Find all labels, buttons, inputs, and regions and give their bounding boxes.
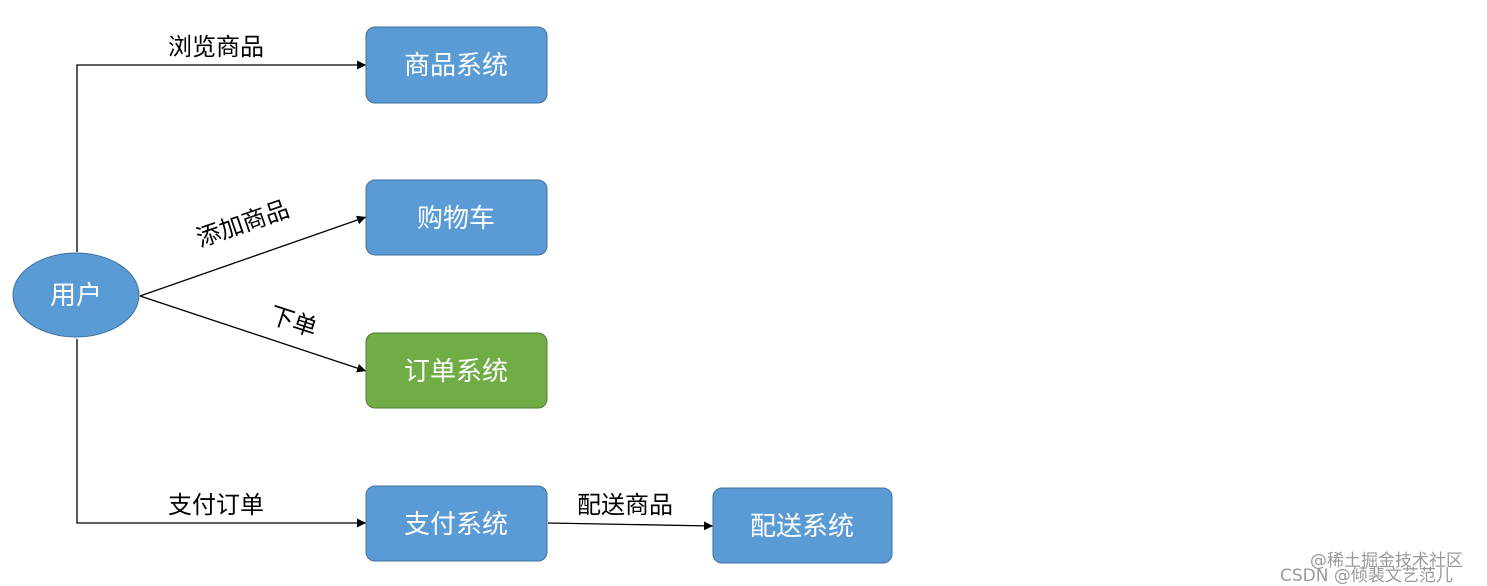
- user-node-label: 用户: [50, 281, 102, 311]
- cart-node: [365, 179, 548, 256]
- edge-pay-line: [76, 339, 366, 528]
- product-system-node: [365, 26, 548, 104]
- edge-add-label: 添加商品: [193, 195, 293, 253]
- edge-browse-label: 浏览商品: [168, 33, 264, 61]
- delivery-system-node: [712, 487, 893, 564]
- order-system-label: 订单系统: [404, 357, 508, 387]
- user-node: [12, 252, 140, 338]
- edge-add-line: [139, 215, 367, 297]
- edge-deliver-label: 配送商品: [577, 491, 673, 519]
- product-system-label: 商品系统: [404, 51, 508, 81]
- cart-label: 购物车: [417, 204, 495, 234]
- watermark-juejin: @稀土掘金技术社区: [1310, 551, 1463, 571]
- watermark-csdn: CSDN @倾裴文艺范儿: [1280, 566, 1453, 586]
- order-system-node: [365, 332, 548, 409]
- edge-browse-line: [76, 60, 366, 252]
- payment-system-label: 支付系统: [404, 510, 508, 540]
- edge-pay-label: 支付订单: [168, 491, 264, 519]
- payment-system-node: [365, 485, 548, 562]
- edge-order-label: 下单: [266, 301, 320, 342]
- edge-deliver-line: [547, 521, 714, 531]
- edge-order-line: [139, 295, 367, 373]
- delivery-system-label: 配送系统: [750, 512, 854, 542]
